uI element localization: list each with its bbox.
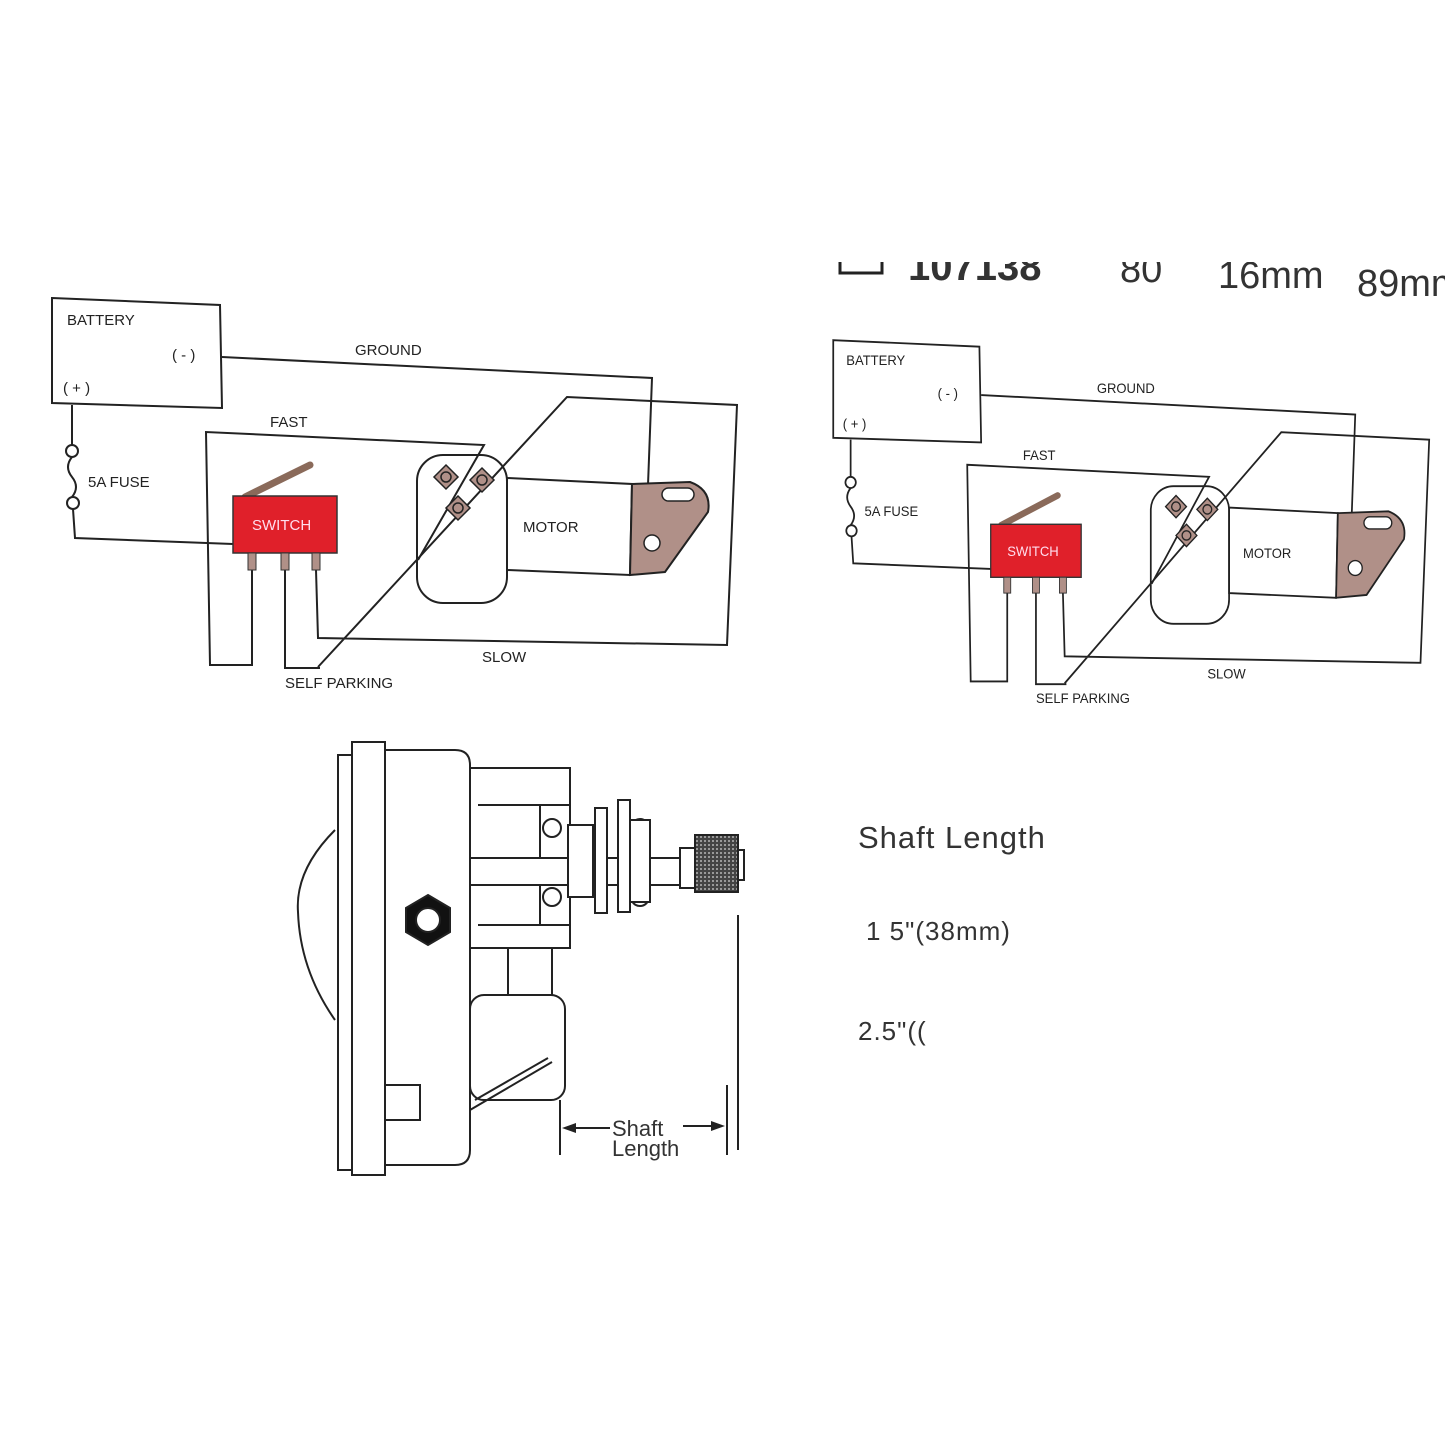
battery-label: BATTERY [846, 353, 905, 368]
wiring-diagram-left: BATTERY ( - ) ( + ) GROUND FAST 5A FUSE … [52, 298, 737, 692]
shaft-option-1: 1 5"(38mm) [866, 916, 1011, 946]
dimension-label-length: Length [612, 1136, 679, 1161]
slow-label: SLOW [1207, 666, 1246, 681]
battery-label: BATTERY [67, 312, 135, 329]
arrow-left-icon [562, 1123, 576, 1133]
battery-positive-label: ( + ) [63, 380, 90, 397]
fast-label: FAST [270, 414, 308, 431]
fuse-label: 5A FUSE [865, 504, 919, 519]
ground-label: GROUND [355, 342, 422, 359]
battery-positive-label: ( + ) [843, 416, 867, 431]
angle-value: 80 [1120, 249, 1162, 291]
fuse-label: 5A FUSE [88, 474, 150, 491]
self-parking-label: SELF PARKING [285, 675, 393, 692]
battery-negative-label: ( - ) [172, 347, 195, 364]
size-89mm: 89mm [1357, 263, 1445, 305]
switch-label: SWITCH [252, 517, 311, 534]
dimension-label-shaft: Shaft [612, 1116, 663, 1141]
slow-label: SLOW [482, 649, 527, 666]
ground-label: GROUND [1097, 381, 1155, 396]
shaft-length-dimension: Shaft Length [559, 915, 739, 1161]
checkbox-icon [838, 262, 884, 275]
battery-negative-label: ( - ) [938, 385, 958, 400]
wiring-diagram-right: BATTERY ( - ) ( + ) GROUND FAST 5A FUSE … [833, 340, 1429, 706]
model-number: 107138 [908, 245, 1041, 289]
motor-side-view [296, 741, 745, 1176]
size-16mm: 16mm [1218, 255, 1324, 297]
shaft-option-2: 2.5"(( [858, 1016, 927, 1046]
shaft-length-heading: Shaft Length [858, 820, 1046, 855]
header-row: 107138 80 16mm 89mm [838, 245, 1445, 305]
self-parking-label: SELF PARKING [1036, 690, 1130, 705]
arrow-right-icon [711, 1121, 725, 1131]
switch-label: SWITCH [1007, 544, 1058, 559]
motor-label: MOTOR [1243, 545, 1292, 560]
fast-label: FAST [1023, 448, 1056, 463]
motor-label: MOTOR [523, 519, 579, 536]
